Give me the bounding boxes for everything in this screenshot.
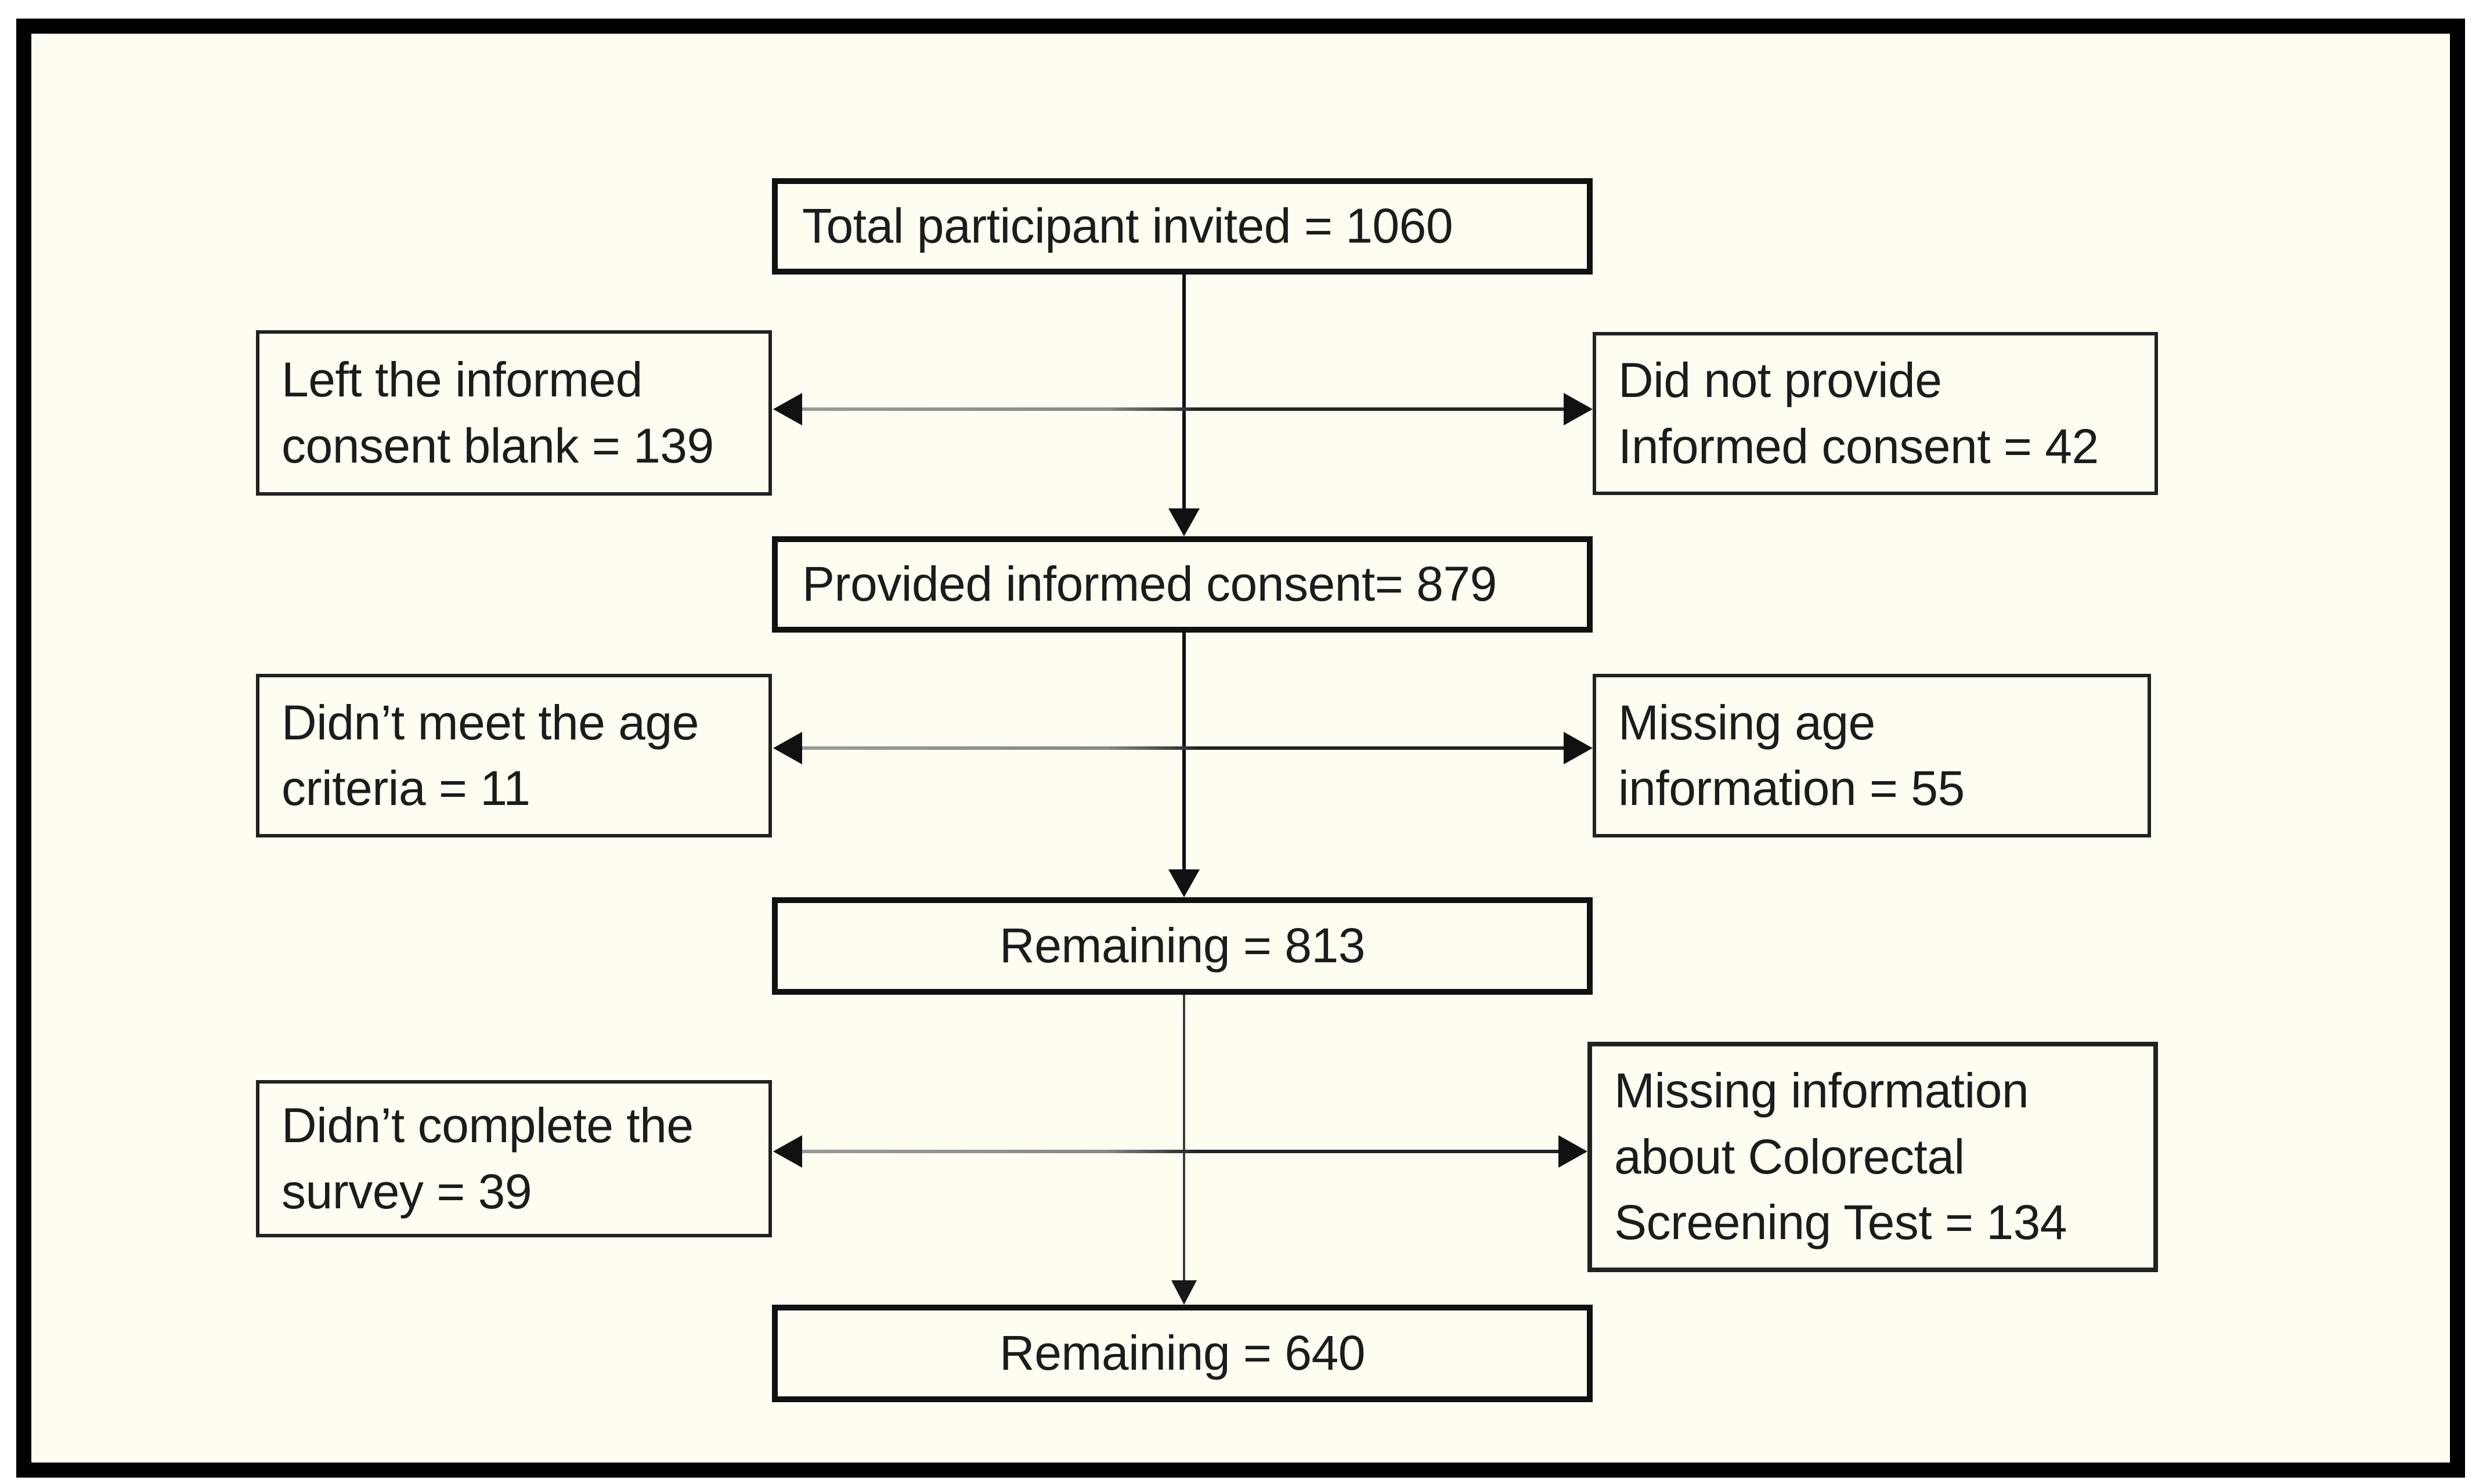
node-total-invited: Total participant invited = 1060 (772, 178, 1593, 275)
node-left-consent-blank-line1: Left the informed (282, 352, 643, 407)
node-left-consent-blank: Left the informed consent blank = 139 (256, 330, 772, 496)
node-missing-crc-info: Missing information about Colorectal Scr… (1587, 1042, 2158, 1272)
exclusion-arrow-row1 (800, 407, 1568, 411)
node-missing-crc-info-line1: Missing information (1614, 1063, 2029, 1118)
node-survey-incomplete: Didn’t complete the survey = 39 (256, 1080, 772, 1237)
arrow-right-icon (1558, 1135, 1587, 1168)
node-left-consent-blank-line2: consent blank = 139 (282, 418, 714, 473)
connector-consent-to-remaining813 (1182, 633, 1186, 869)
arrow-left-icon (773, 732, 802, 764)
node-age-criteria: Didn’t meet the age criteria = 11 (256, 674, 772, 837)
node-remaining-813: Remaining = 813 (772, 897, 1593, 995)
node-survey-incomplete-line2: survey = 39 (282, 1164, 532, 1219)
node-no-informed-consent-line2: Informed consent = 42 (1618, 418, 2099, 474)
arrow-down-icon (1168, 508, 1200, 536)
arrow-down-icon (1168, 869, 1200, 897)
node-provided-consent: Provided informed consent= 879 (772, 536, 1593, 633)
node-no-informed-consent: Did not provide Informed consent = 42 (1593, 332, 2158, 495)
arrow-right-icon (1564, 393, 1593, 425)
node-age-criteria-line2: criteria = 11 (282, 761, 531, 815)
connector-invited-to-consent (1182, 275, 1186, 508)
node-remaining-640-label: Remaining = 640 (999, 1326, 1365, 1381)
node-missing-age-line1: Missing age (1618, 695, 1875, 750)
node-age-criteria-line1: Didn’t meet the age (282, 695, 699, 750)
arrow-down-icon (1171, 1280, 1197, 1305)
arrow-left-icon (773, 1135, 802, 1168)
node-missing-age: Missing age information = 55 (1593, 674, 2151, 837)
node-provided-consent-label: Provided informed consent= 879 (802, 557, 1497, 612)
node-missing-age-line2: information = 55 (1618, 761, 1965, 815)
node-missing-crc-info-line3: Screening Test = 134 (1614, 1195, 2067, 1250)
node-remaining-813-label: Remaining = 813 (999, 918, 1365, 973)
node-total-invited-label: Total participant invited = 1060 (802, 198, 1453, 254)
node-remaining-640: Remaining = 640 (772, 1305, 1593, 1402)
connector-remaining813-to-remaining640 (1183, 995, 1185, 1280)
exclusion-arrow-row2 (800, 746, 1568, 750)
exclusion-arrow-row3 (800, 1150, 1563, 1153)
node-no-informed-consent-line1: Did not provide (1618, 353, 1942, 408)
arrow-right-icon (1564, 732, 1593, 764)
arrow-left-icon (773, 393, 802, 425)
node-missing-crc-info-line2: about Colorectal (1614, 1129, 1965, 1184)
node-survey-incomplete-line1: Didn’t complete the (282, 1098, 694, 1153)
